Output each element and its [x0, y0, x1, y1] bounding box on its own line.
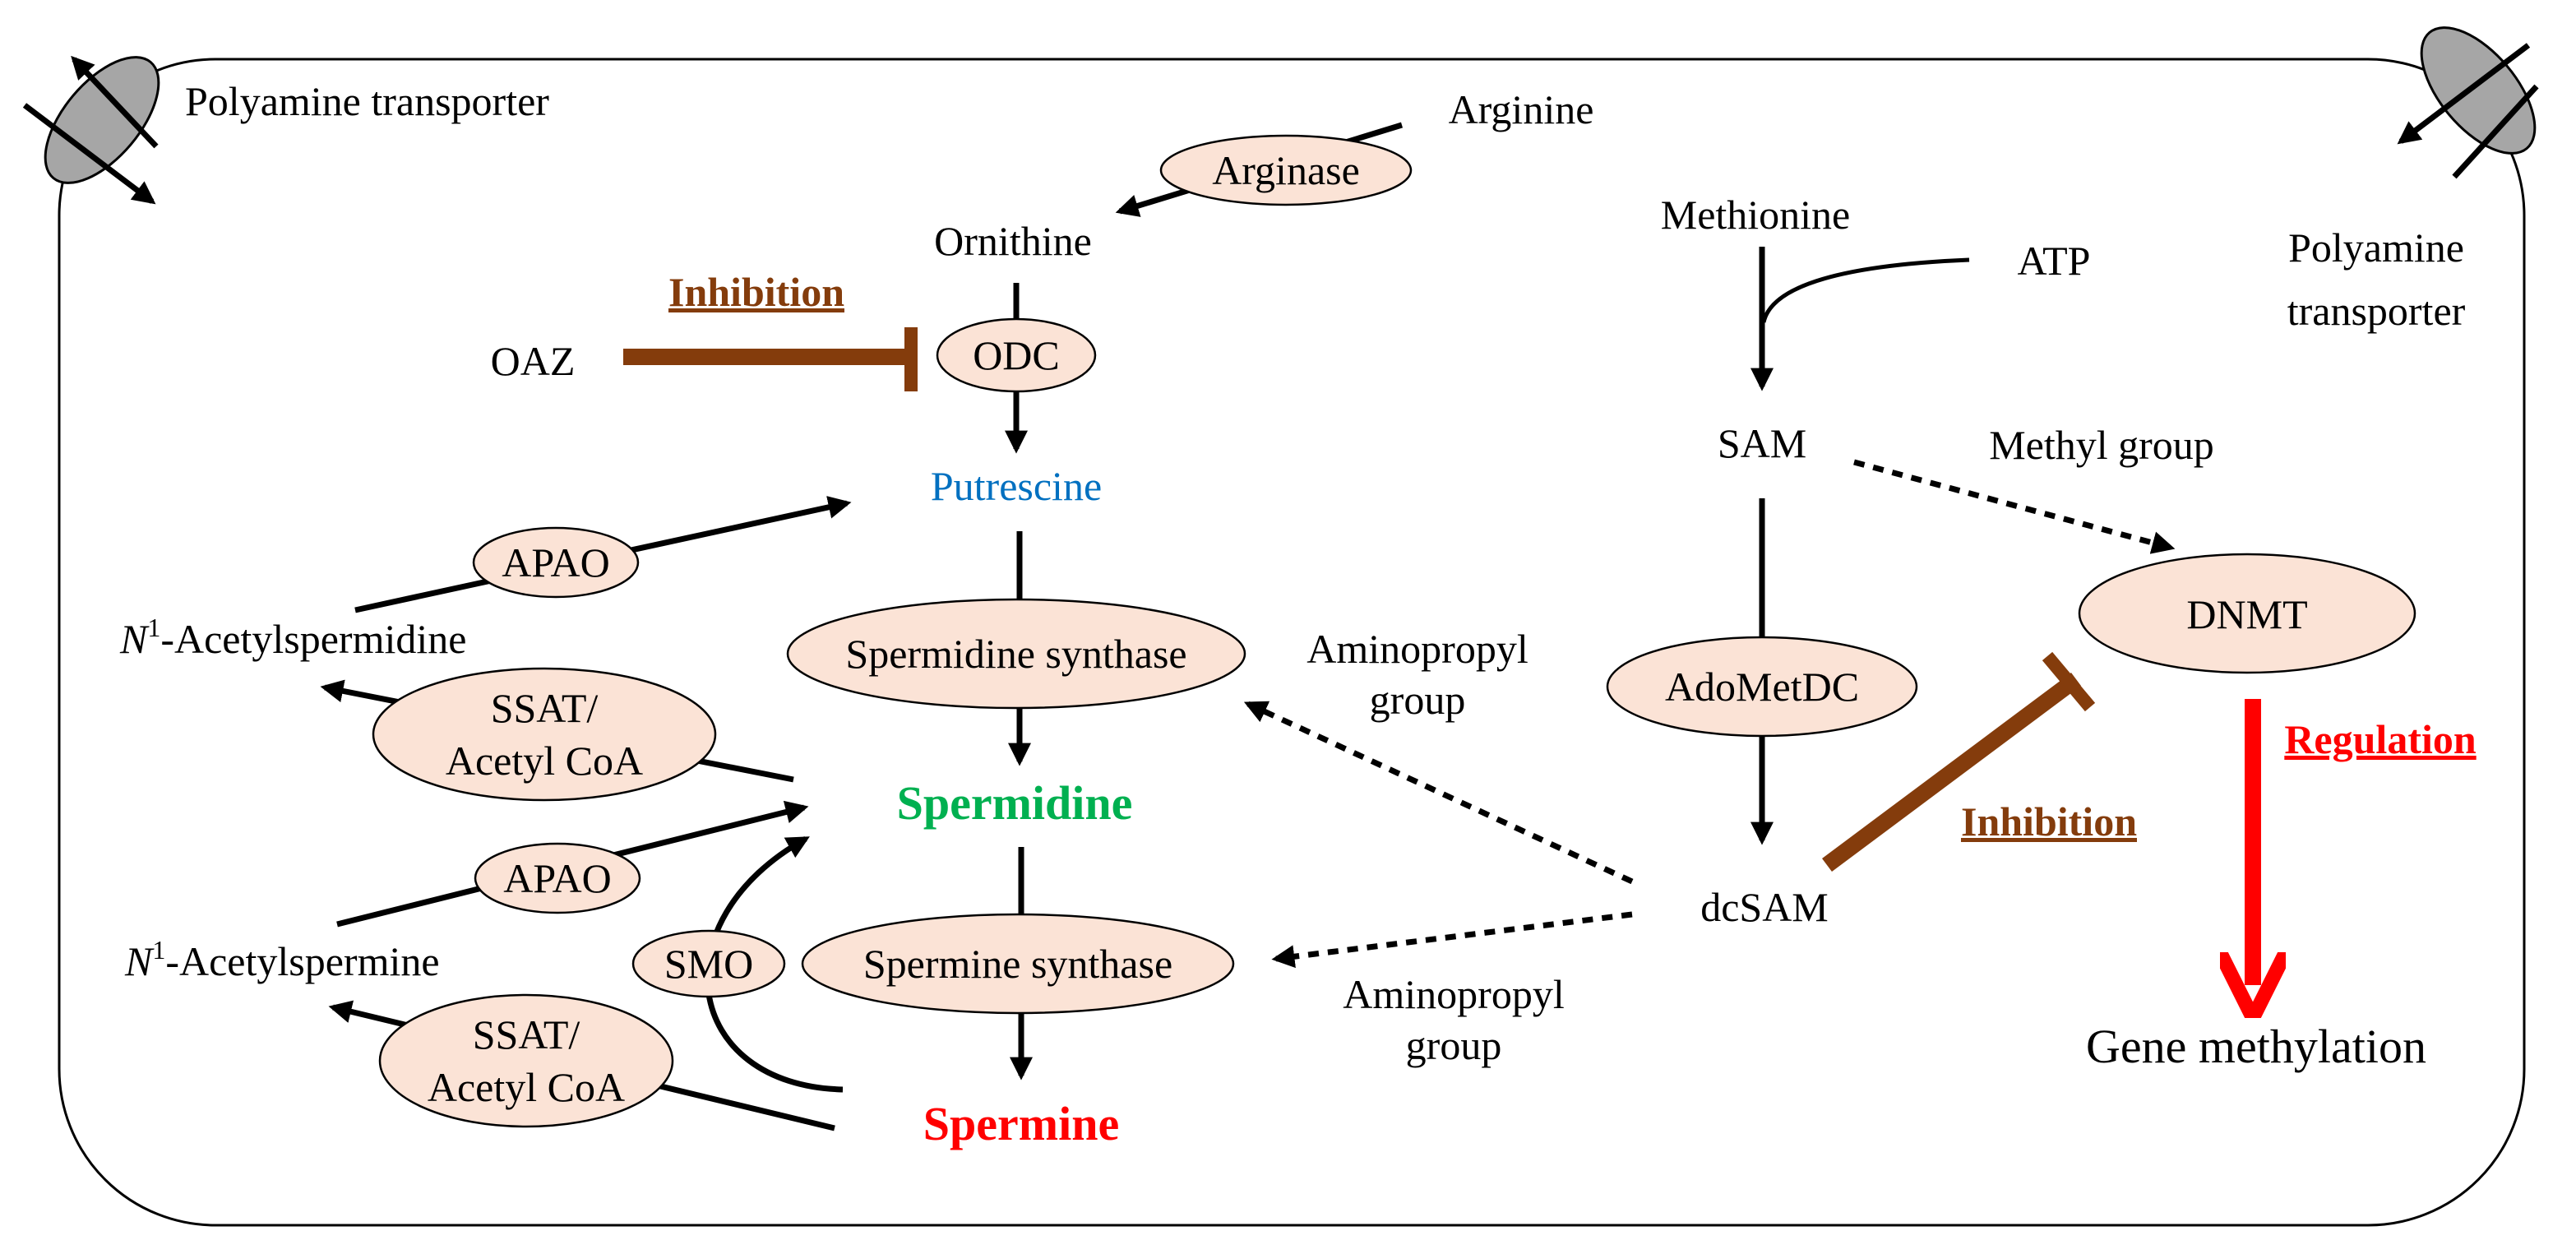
aminopropyl-group-label-1a: Aminopropyl: [1306, 626, 1528, 672]
svg-text:SSAT/: SSAT/: [473, 1011, 580, 1057]
polyamine-transporter-label-right-2: transporter: [2287, 288, 2466, 334]
sam-label: SAM: [1718, 420, 1806, 466]
ornithine-label: Ornithine: [934, 218, 1092, 264]
cell-membrane: [58, 58, 2526, 1227]
dotted-arrow-sam-dnmt: [1853, 459, 2176, 554]
svg-text:AdoMetDC: AdoMetDC: [1665, 664, 1859, 710]
svg-text:DNMT: DNMT: [2186, 591, 2307, 637]
spermine-label: Spermine: [923, 1097, 1119, 1150]
aminopropyl-group-label-2b: group: [1406, 1022, 1502, 1068]
enzyme-ssat-2: SSAT/ Acetyl CoA: [378, 993, 674, 1128]
svg-text:SMO: SMO: [664, 941, 753, 987]
n1-acetylspermine-label: N1-Acetylspermine: [124, 935, 440, 984]
inhibition-label-top: Inhibition: [668, 269, 844, 315]
svg-text:APAO: APAO: [502, 539, 610, 585]
dcsam-label: dcSAM: [1700, 884, 1829, 930]
enzyme-spermidine-synthase: Spermidine synthase: [786, 598, 1246, 710]
oaz-inhibition-bar: [623, 327, 918, 391]
svg-text:Acetyl CoA: Acetyl CoA: [446, 738, 643, 784]
transporter-channel-icon: [2397, 26, 2539, 179]
enzyme-dnmt: DNMT: [2078, 553, 2416, 674]
svg-text:Acetyl CoA: Acetyl CoA: [428, 1064, 625, 1110]
aminopropyl-group-label-2a: Aminopropyl: [1343, 971, 1564, 1017]
spermidine-label: Spermidine: [897, 776, 1133, 830]
polyamine-transporter-label-left: Polyamine transporter: [185, 78, 549, 124]
svg-text:SSAT/: SSAT/: [491, 685, 599, 731]
regulation-label: Regulation: [2284, 716, 2477, 762]
svg-text:ODC: ODC: [973, 332, 1060, 378]
enzyme-adometdc: AdoMetDC: [1606, 636, 1918, 738]
gene-methylation-label: Gene methylation: [2086, 1020, 2426, 1073]
enzyme-smo: SMO: [631, 929, 786, 998]
methionine-label: Methionine: [1661, 192, 1851, 238]
enzyme-apao-1: APAO: [472, 526, 640, 599]
svg-text:Spermidine synthase: Spermidine synthase: [845, 631, 1186, 677]
enzyme-spermine-synthase: Spermine synthase: [801, 913, 1235, 1015]
oaz-label: OAZ: [491, 338, 576, 384]
svg-text:Spermine synthase: Spermine synthase: [863, 941, 1172, 987]
svg-text:Arginase: Arginase: [1212, 147, 1360, 193]
putrescine-label: Putrescine: [931, 463, 1102, 509]
transporter-channel-icon: [22, 55, 160, 205]
dcsam-inhibition-bar: [1822, 651, 2096, 872]
methyl-group-label: Methyl group: [1989, 422, 2214, 468]
arginine-label: Arginine: [1449, 86, 1594, 132]
inhibition-label-right: Inhibition: [1961, 798, 2137, 844]
atp-join-curve: [1761, 257, 1970, 323]
dotted-arrow-dcsam-spdsyn: [1243, 701, 1634, 885]
enzyme-apao-2: APAO: [474, 842, 641, 914]
dotted-arrow-dcsam-spmsyn: [1271, 911, 1633, 969]
n1-acetylspermidine-label: N1-Acetylspermidine: [119, 613, 466, 662]
polyamine-transporter-label-right-1: Polyamine: [2288, 224, 2464, 271]
enzyme-arginase: Arginase: [1159, 134, 1413, 206]
enzyme-odc: ODC: [936, 317, 1097, 393]
enzyme-ssat-1: SSAT/ Acetyl CoA: [372, 667, 717, 802]
aminopropyl-group-label-1b: group: [1370, 677, 1466, 723]
atp-label: ATP: [2018, 238, 2091, 284]
svg-text:APAO: APAO: [503, 855, 612, 901]
